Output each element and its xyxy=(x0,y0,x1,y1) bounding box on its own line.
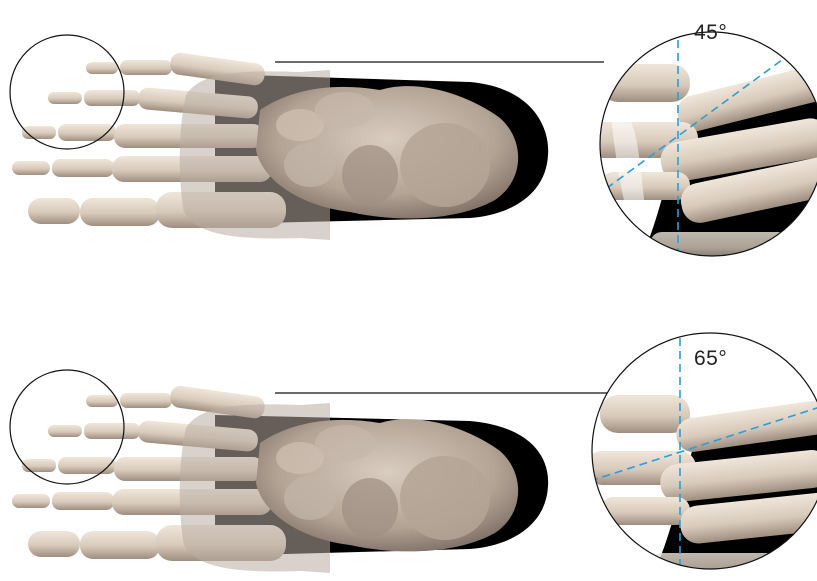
zoom-inset xyxy=(588,14,817,280)
diagram-panel-bottom: 65° xyxy=(0,291,817,581)
angle-label: 65° xyxy=(694,347,727,371)
diagram-panel-top: 45° xyxy=(0,0,817,290)
angle-label: 45° xyxy=(694,21,727,45)
foot-diagram-bottom xyxy=(0,291,817,581)
